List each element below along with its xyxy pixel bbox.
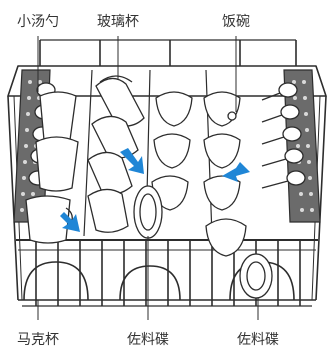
arrow-glass xyxy=(120,148,144,174)
label-rice-bowl: 饭碗 xyxy=(222,14,250,30)
mugs xyxy=(25,91,79,244)
arrow-mug xyxy=(60,212,80,232)
basket-frame xyxy=(7,39,327,307)
label-side-plate-left: 佐料碟 xyxy=(127,332,169,348)
label-glass-cup: 玻璃杯 xyxy=(97,13,139,30)
rice-bowls xyxy=(151,91,241,211)
label-side-plate-right: 佐料碟 xyxy=(237,332,279,348)
direction-arrows xyxy=(60,148,250,232)
label-small-spoon: 小汤勺 xyxy=(17,14,59,30)
glass-cups xyxy=(87,75,145,233)
arrow-bowl xyxy=(222,162,250,182)
right-small-spoons xyxy=(261,82,306,189)
leader-lines xyxy=(37,36,259,320)
label-mug: 马克杯 xyxy=(17,332,59,348)
side-plates xyxy=(133,185,273,299)
